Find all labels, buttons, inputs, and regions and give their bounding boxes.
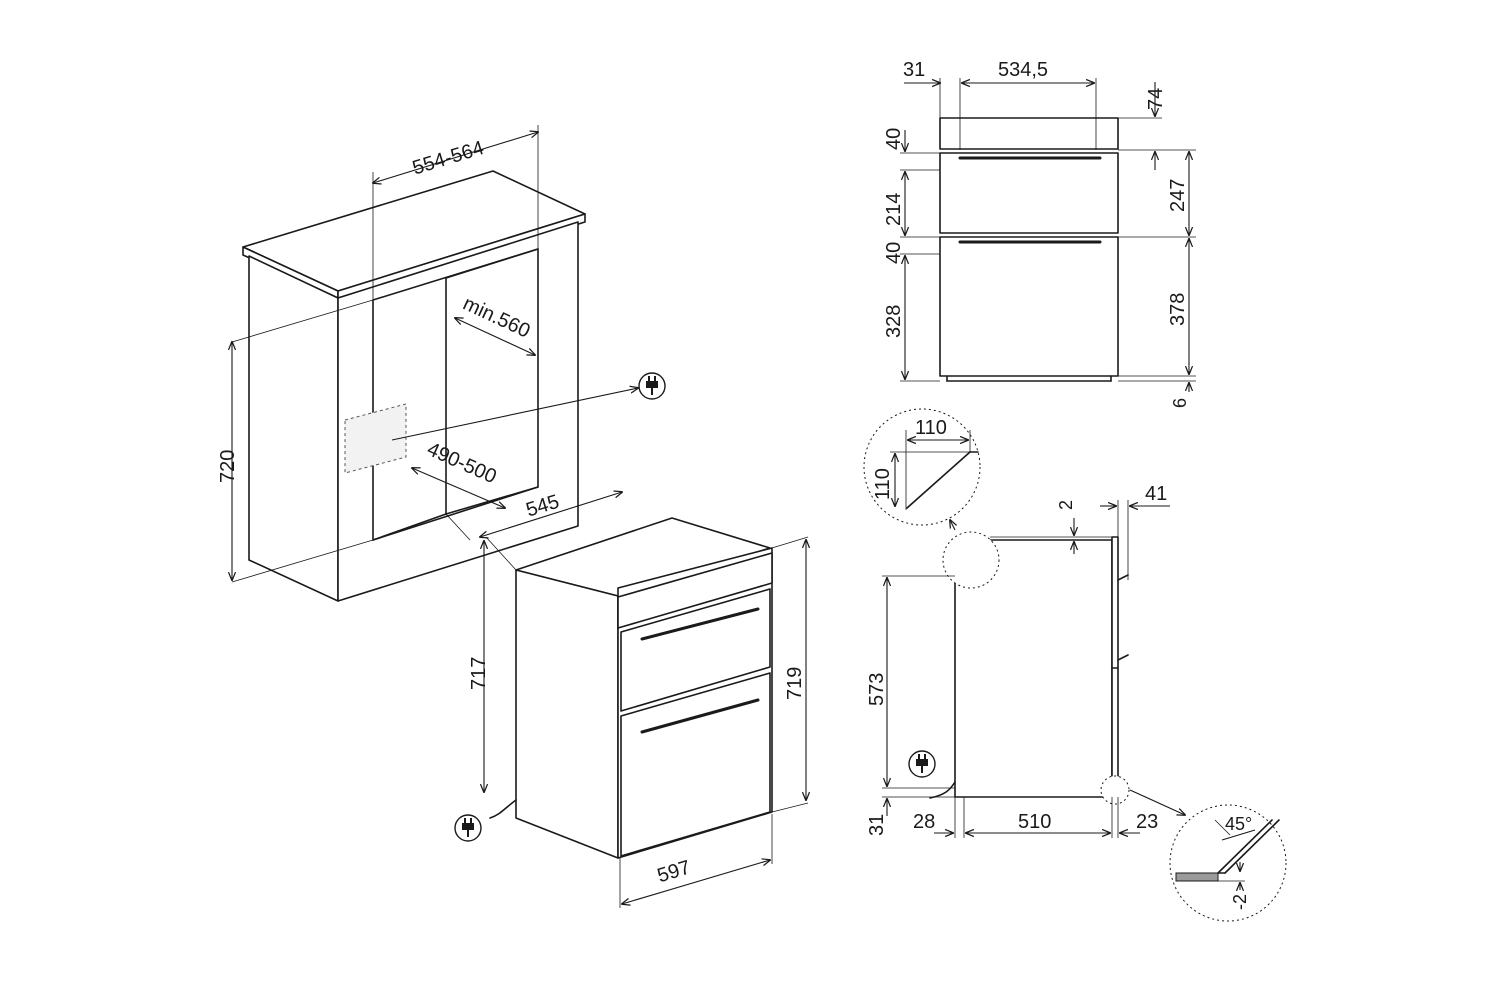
dim-45deg: 45°: [1225, 814, 1252, 834]
plug-icon: [908, 750, 936, 778]
oven-iso-dimensions: 717 719 597: [468, 536, 808, 908]
dim-554-564: 554-564: [410, 137, 487, 180]
dim-41: 41: [1145, 483, 1167, 505]
side-view-dimensions: 2 41 573 31 28 510 23: [866, 483, 1170, 838]
dim-minus2: -2: [1230, 894, 1250, 910]
dim-573: 573: [866, 673, 888, 706]
dim-110-h: 110: [872, 468, 894, 500]
socket-area: [344, 403, 407, 474]
dim-23: 23: [1136, 811, 1158, 833]
dim-247: 247: [1167, 179, 1189, 212]
dim-378: 378: [1167, 293, 1189, 326]
dim-597: 597: [655, 856, 693, 887]
dim-74: 74: [1145, 88, 1167, 110]
side-view-drawing: [929, 520, 1185, 815]
cabinet-drawing: [242, 170, 586, 602]
dim-6: 6: [1170, 398, 1190, 408]
dim-28: 28: [913, 811, 935, 833]
dim-719: 719: [784, 667, 806, 700]
front-view-drawing: [939, 117, 1119, 382]
dim-510: 510: [1018, 811, 1051, 833]
front-view-dimensions: 31 534,5 74 247 378 6 40 214 40 328: [883, 59, 1196, 408]
detail-a: 110 110: [863, 408, 981, 526]
plug-icon: [454, 814, 482, 842]
dim-717: 717: [468, 657, 490, 690]
detail-b: 45° -2: [1169, 804, 1287, 922]
dim-40-top: 40: [883, 128, 905, 150]
detail-circle-b: [1100, 775, 1130, 805]
dim-328: 328: [883, 305, 905, 338]
oven-iso-drawing: [489, 517, 773, 859]
plug-icon: [638, 372, 666, 400]
dim-2: 2: [1056, 500, 1076, 510]
dim-31-top: 31: [903, 59, 925, 81]
dim-110-w: 110: [915, 417, 947, 439]
dim-534-5: 534,5: [998, 59, 1048, 81]
dim-214: 214: [883, 193, 905, 226]
dim-31-side: 31: [866, 814, 888, 836]
detail-circle-a: [942, 531, 1000, 589]
dim-720: 720: [217, 450, 239, 483]
dim-40-mid: 40: [883, 242, 905, 264]
